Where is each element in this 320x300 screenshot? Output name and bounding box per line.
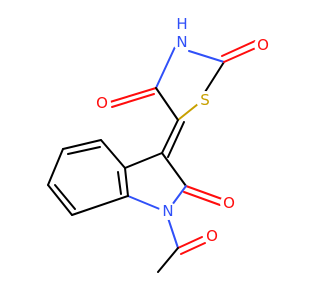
atom-bg: [196, 91, 214, 109]
bond-c2-n: [188, 50, 225, 63]
atom-s: S: [200, 91, 210, 109]
bond-n-c7a: [127, 195, 163, 211]
bond-c3-c3a: [124, 152, 163, 169]
bond-c3a-c7a: [124, 167, 129, 197]
bond-n-acetyl-c: [167, 217, 179, 249]
atom-bg: [203, 227, 221, 245]
bond-c4-c5-benz-inner: [67, 146, 101, 155]
bond-exocyclic-double: [167, 121, 185, 158]
bond-c5-c6: [47, 148, 64, 186]
bond-c2-o-double: [221, 40, 256, 57]
atom-n-thiazolidine: N: [176, 33, 187, 51]
bond-c6-c7-inner: [54, 184, 76, 210]
bond-exocyclic: [161, 119, 179, 154]
bond-c6-c7: [47, 184, 73, 216]
atom-o-acetyl: O: [206, 227, 218, 245]
bond-layer: [47, 40, 259, 273]
atom-n-indole: N: [162, 202, 173, 220]
bond-c3a-c4: [100, 139, 126, 169]
atom-bg: [174, 16, 190, 32]
bond-c4-o-double: [111, 93, 155, 108]
bond-c2-o-lactam-double: [183, 191, 221, 206]
bond-c3-c2: [161, 152, 187, 187]
bond-acetyl-o: [177, 236, 203, 249]
bond-c3a-c7a-inner: [117, 171, 122, 195]
bond-c4-o: [109, 87, 157, 103]
atom-bg: [173, 33, 191, 51]
atom-o-left: O: [96, 94, 108, 112]
atom-bg: [159, 202, 177, 220]
bond-c2-o-lactam: [185, 185, 223, 200]
bond-c4-c5-benz: [62, 139, 102, 150]
bond-c2-n-indole: [171, 185, 187, 206]
bond-c2-o: [223, 46, 259, 63]
atom-bg: [93, 94, 111, 112]
atom-o-lactam: O: [223, 194, 235, 212]
atom-o-top: O: [257, 36, 269, 54]
atom-bg: [254, 36, 272, 54]
bond-acetyl-o-double: [180, 242, 206, 255]
bond-c5-s: [177, 103, 199, 121]
bond-acetyl-methyl: [157, 247, 179, 273]
bond-c7-c7a: [71, 195, 129, 216]
atom-label-layer: O N H O S O N O: [93, 15, 272, 245]
atom-bg: [220, 194, 238, 212]
atom-h-on-n: H: [176, 15, 187, 33]
bond-n-c4: [155, 46, 176, 89]
bond-c2-s: [204, 61, 225, 93]
molecule-diagram: O N H O S O N O: [47, 15, 272, 273]
bond-c4-c5: [155, 87, 179, 121]
